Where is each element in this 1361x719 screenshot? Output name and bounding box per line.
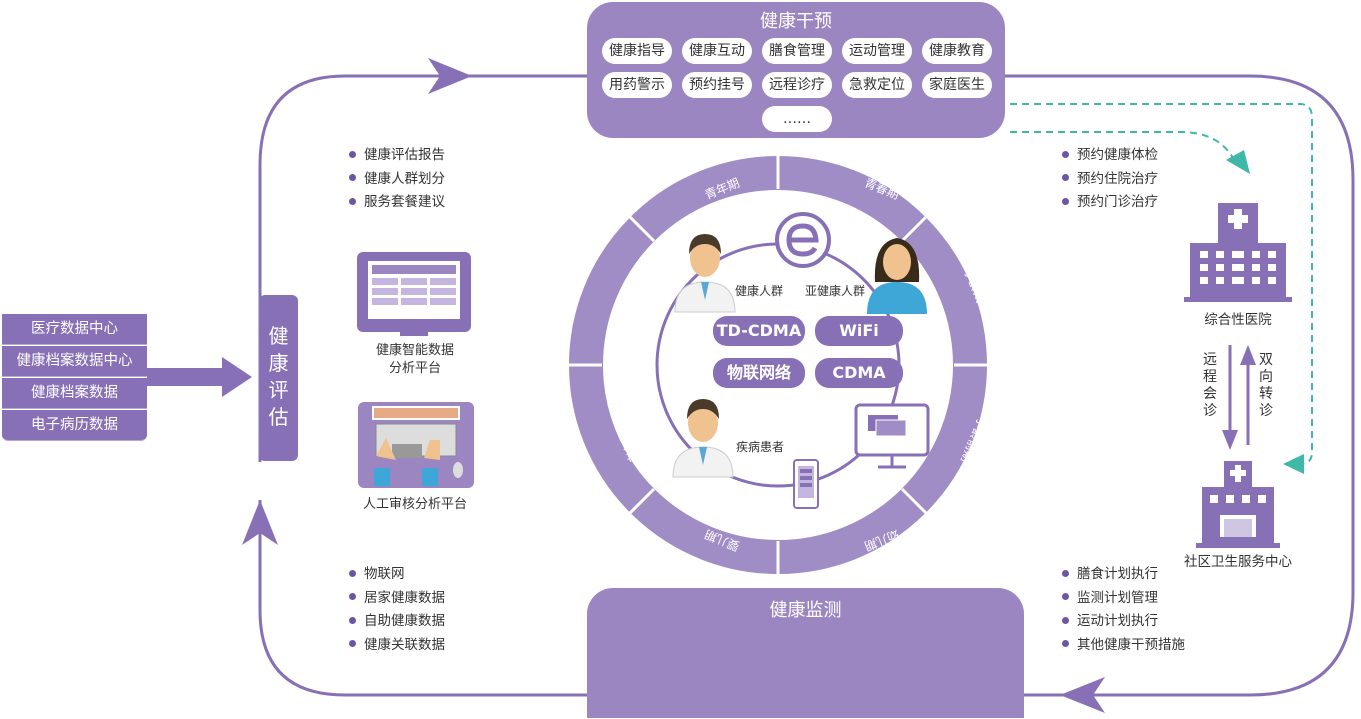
avatar-patient-icon: [672, 399, 734, 478]
network-cdma: CDMA: [815, 358, 903, 388]
analysis-monitor-icon: [357, 252, 471, 336]
network-iot: 物联网络: [713, 358, 805, 388]
arrow-right-top: [428, 58, 472, 94]
list-item: 预约健康体检: [1062, 144, 1158, 168]
manual-review-platform-label: 人工审核分析平台: [362, 497, 467, 512]
list-item: 健康关联数据: [349, 634, 445, 658]
two-way-referral-label: 双向转诊: [1259, 352, 1273, 419]
cycle-loop: [258, 74, 1355, 697]
pill-family-doctor: 家庭医生: [922, 72, 992, 98]
pill-emergency-location: 急救定位: [842, 72, 912, 98]
intervention-title: 健康干预: [760, 11, 832, 32]
e-logo-icon: [775, 212, 831, 268]
hospital-building-icon: [1184, 203, 1292, 302]
community-center-icon: [1196, 461, 1280, 548]
list-item: 膳食计划执行: [1062, 563, 1185, 587]
desktop-monitor-icon: [854, 403, 930, 469]
smart-analysis-platform-label: 健康智能数据分析平台: [375, 343, 454, 376]
source-health-record-data: 健康档案数据: [2, 378, 147, 409]
list-item: 运动计划执行: [1062, 610, 1185, 634]
monitoring-title: 健康监测: [769, 600, 842, 621]
remote-consult-label: 远程会诊: [1203, 352, 1217, 419]
hospital-label: 综合性医院: [1204, 312, 1272, 328]
life-stage-ring: [568, 155, 988, 575]
network-td-cdma: TD-CDMA: [713, 316, 805, 346]
pill-diet-management: 膳食管理: [762, 38, 832, 64]
list-item: 健康人群划分: [349, 168, 445, 192]
pill-medication-alert: 用药警示: [602, 72, 672, 98]
list-item: 居家健康数据: [349, 587, 445, 611]
list-item: 监测计划管理: [1062, 587, 1185, 611]
pill-health-guidance: 健康指导: [602, 38, 672, 64]
assessment-label: 健康评估: [259, 295, 298, 461]
arrow-down-referral: [1222, 430, 1238, 450]
pill-health-education: 健康教育: [922, 38, 992, 64]
avatar-subhealthy-icon: [867, 238, 927, 314]
intervention-outputs: 预约健康体检 预约住院治疗 预约门诊治疗: [1062, 144, 1158, 215]
smartphone-icon: [793, 459, 819, 509]
pill-exercise-management: 运动管理: [842, 38, 912, 64]
pill-appointment: 预约挂号: [682, 72, 752, 98]
list-item: 预约住院治疗: [1062, 168, 1158, 192]
arrow-up-referral: [1240, 345, 1256, 365]
pill-more: ……: [762, 106, 832, 132]
pill-telemedicine: 远程诊疗: [762, 72, 832, 98]
group-label-healthy: 健康人群: [735, 284, 784, 298]
community-center-label: 社区卫生服务中心: [1184, 554, 1292, 570]
list-item: 其他健康干预措施: [1062, 634, 1185, 658]
source-medical-data-center: 医疗数据中心: [2, 314, 147, 345]
pill-health-interaction: 健康互动: [682, 38, 752, 64]
list-item: 服务套餐建议: [349, 191, 445, 215]
source-health-record-center: 健康档案数据中心: [2, 346, 147, 377]
list-item: 自助健康数据: [349, 610, 445, 634]
teal-arrow-community: [1283, 454, 1304, 474]
source-emr-data: 电子病历数据: [2, 410, 147, 441]
list-item: 健康评估报告: [349, 144, 445, 168]
list-item: 预约门诊治疗: [1062, 191, 1158, 215]
arrow-left-bottom: [1060, 677, 1105, 713]
monitoring-panel: 健康监测: [587, 588, 1024, 718]
list-item: 物联网: [349, 563, 445, 587]
teal-arrow-hospital: [1226, 150, 1250, 174]
execution-items: 膳食计划执行 监测计划管理 运动计划执行 其他健康干预措施: [1062, 563, 1185, 657]
group-label-patient: 疾病患者: [736, 440, 785, 454]
avatar-healthy-icon: [674, 234, 736, 313]
assessment-outputs: 健康评估报告 健康人群划分 服务套餐建议: [349, 144, 445, 215]
monitor-inputs: 物联网 居家健康数据 自助健康数据 健康关联数据: [349, 563, 445, 657]
review-laptop-icon: [358, 402, 474, 488]
group-label-subhealthy: 亚健康人群: [805, 284, 866, 298]
arrow-to-assessment: [222, 357, 252, 397]
arrow-up-left: [242, 500, 278, 545]
network-wifi: WiFi: [815, 316, 903, 346]
